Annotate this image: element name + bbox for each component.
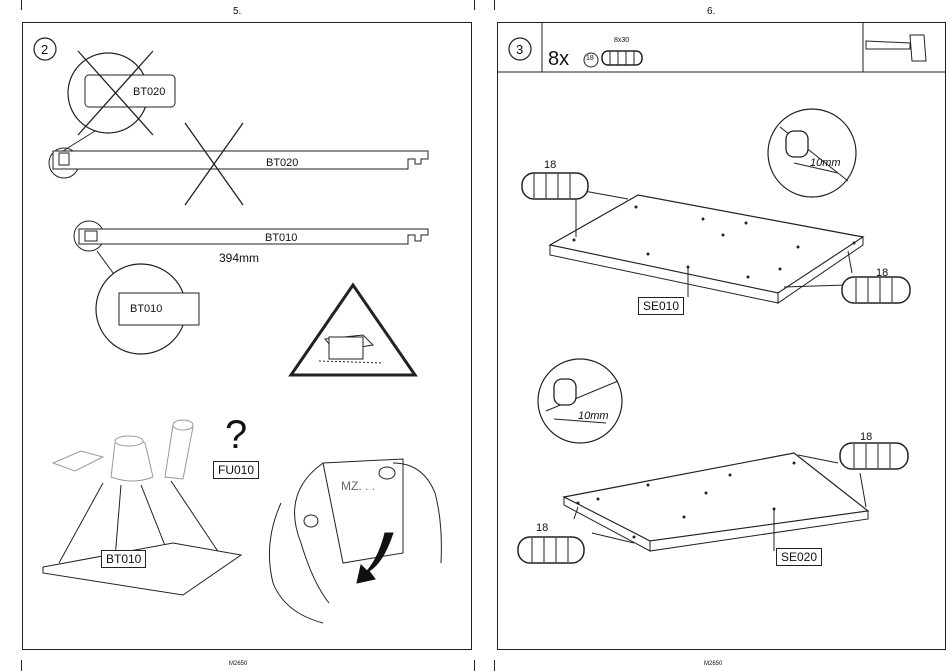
part-label-bt010-base: BT010 [101,550,146,568]
crop-mark [494,0,495,10]
booklet-curl [295,463,329,603]
part-label-fu010: FU010 [213,461,259,479]
dowel-18-top-left [522,173,588,199]
page-number: 6. [707,6,715,17]
step-3-panel: 3 8x 18 8x30 18 10mm 18 SE010 10mm 18 18… [497,22,946,650]
part-label-se010: SE010 [638,297,684,315]
part-label-bt020: BT020 [266,157,298,169]
crop-mark [21,0,22,10]
part-label-bt010: BT010 [265,232,297,244]
thumb [379,467,395,479]
dowel-18-bottom-left [518,537,584,563]
depth-label: 10mm [578,410,609,422]
part-quantity: 8x [548,48,569,71]
leg-tube-top [173,420,193,430]
leader-line [584,191,628,199]
dowel-label: 18 [876,267,888,279]
leg-tube-part [165,425,193,479]
thumb [304,515,318,527]
dowel-18-bottom-right [840,443,908,469]
dowel-label: 18 [544,159,556,171]
step-2-illustration [23,23,471,649]
dowel-18-top-right [842,277,910,303]
page-number: 5. [233,6,241,17]
hammer-icon [910,35,926,61]
part-label-bt010-zoom: BT010 [130,303,162,315]
handwritten-note: MZ. . . [341,479,375,493]
warning-triangle [291,285,415,375]
footer-code: M2650 [229,661,247,667]
crop-mark [494,660,495,671]
depth-label: 10mm [810,157,841,169]
board-bt010 [79,229,428,244]
part-number: 18 [586,55,594,62]
step-3-illustration [498,23,945,649]
part-label-bt020-zoom: BT020 [133,86,165,98]
leader-line [860,473,866,507]
part-size: 8x30 [614,37,629,44]
zoom-dowel [554,379,576,405]
crop-mark [21,660,22,671]
dowel-label: 18 [536,522,548,534]
zoom-dowel [786,131,808,157]
warning-box-icon [329,337,363,359]
dowel-label: 18 [860,431,872,443]
length-label: 394mm [219,251,259,265]
part-label-se020: SE020 [776,548,822,566]
pyramid-line [59,483,103,563]
depth-zoom-circle [538,359,622,443]
dowel-icon [602,51,642,65]
board-bt020 [53,151,428,169]
step-2-panel: 2 BT020 BT020 BT010 394mm BT010 ? FU010 … [22,22,472,650]
footer-code: M2650 [704,661,722,667]
step-number: 3 [516,42,523,57]
foot-cone-top [115,436,143,446]
question-mark: ? [225,413,247,458]
crop-mark [474,0,475,10]
crop-mark [474,660,475,671]
foot-plate-part [53,451,103,471]
step-number: 2 [41,42,48,57]
hammer-icon [866,41,910,49]
